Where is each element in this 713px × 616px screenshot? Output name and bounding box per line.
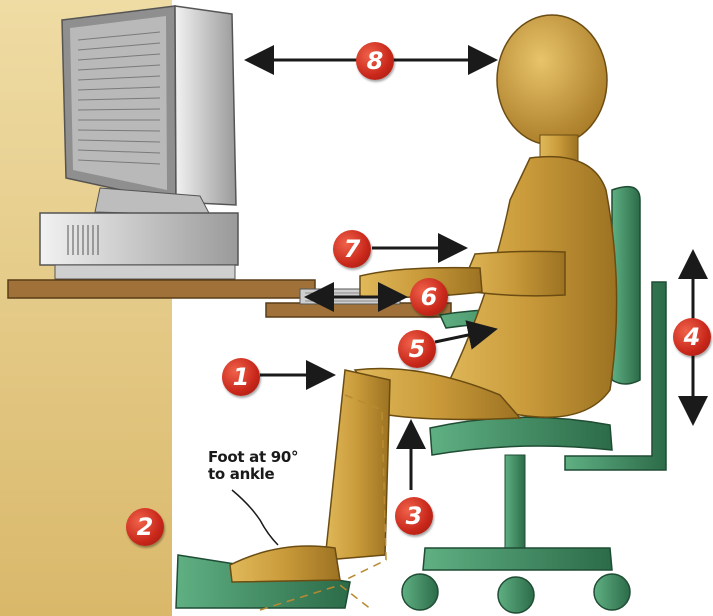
callout-badge-1: 1 [222, 358, 260, 396]
foot-annotation-line2: to ankle [208, 466, 328, 483]
callout-badge-7: 7 [333, 230, 371, 268]
callout-badge-3: 3 [395, 497, 433, 535]
callout-badge-4: 4 [673, 318, 711, 356]
desk [8, 280, 315, 298]
foot-label-pointer [232, 490, 278, 545]
callout-badge-6: 6 [410, 278, 448, 316]
computer-case-icon [40, 213, 238, 279]
foot-angle-annotation: Foot at 90° to ankle [208, 449, 328, 483]
callout-badge-2: 2 [126, 508, 164, 546]
foot-annotation-line1: Foot at 90° [208, 449, 328, 466]
callout-badge-8: 8 [356, 42, 394, 80]
callout-badge-5: 5 [398, 330, 436, 368]
